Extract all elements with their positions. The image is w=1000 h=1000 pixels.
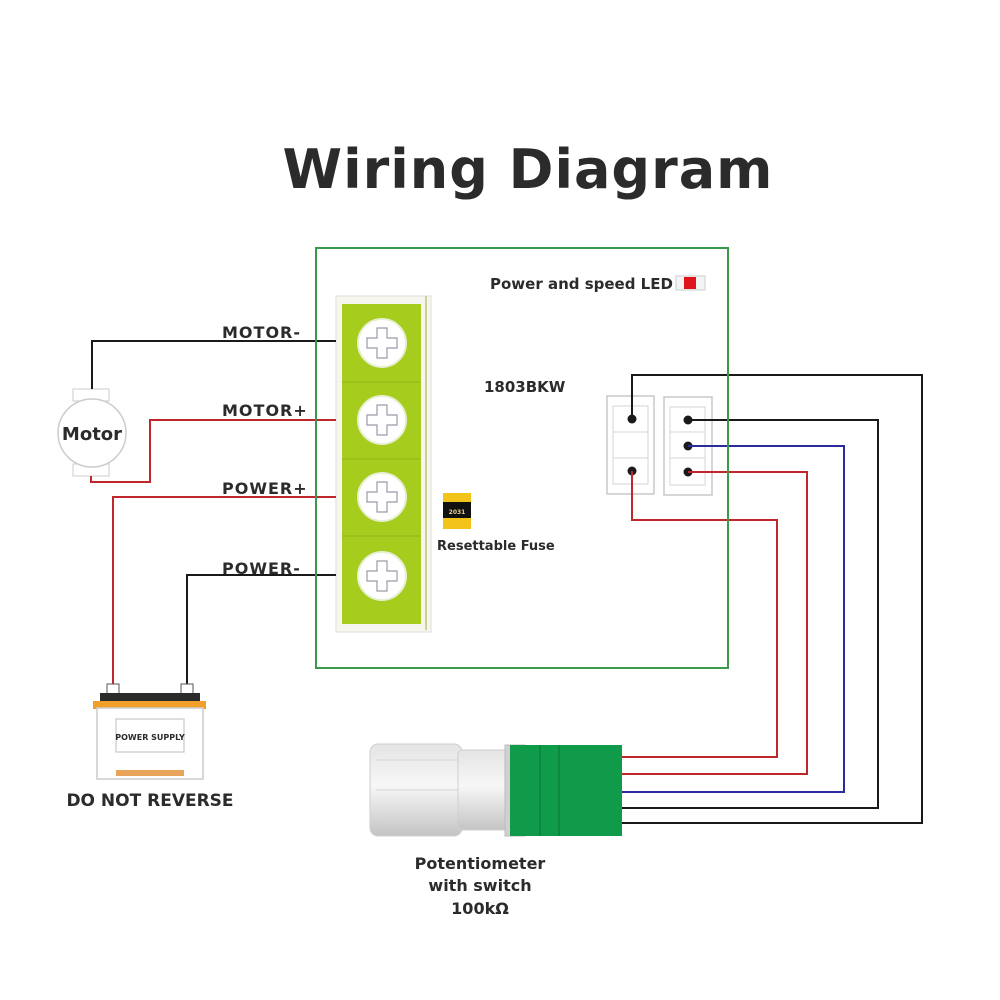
potentiometer-label-line3: 100kΩ <box>451 899 509 918</box>
wire-motor-minus <box>91 340 336 389</box>
wire-switch-black <box>622 374 923 824</box>
terminal-label-motor-minus: MOTOR- <box>222 323 301 342</box>
motor-label: Motor <box>62 424 122 445</box>
potentiometer-label-line2: with switch <box>428 876 531 895</box>
motor-icon: Motor <box>57 388 127 477</box>
potentiometer-label-line1: Potentiometer <box>415 854 546 873</box>
switch-connector <box>606 395 655 495</box>
board-model: 1803BKW <box>484 378 566 396</box>
power-supply-icon: POWER SUPPLY <box>93 683 206 780</box>
wire-pot-red <box>622 471 808 775</box>
potentiometer-icon <box>369 743 622 837</box>
wire-pot-black <box>622 419 879 809</box>
wire-power-minus <box>186 574 336 688</box>
wire-pot-blue <box>622 445 845 793</box>
terminal-screw-icon-power-plus <box>357 472 407 522</box>
diagram-title: Wiring Diagram <box>283 138 774 201</box>
fuse-marking: 2031 <box>449 509 466 516</box>
terminal-screw-icon-motor-plus <box>357 395 407 445</box>
terminal-label-motor-plus: MOTOR+ <box>222 401 308 420</box>
wire-motor-plus <box>90 419 336 483</box>
power-supply-warning: DO NOT REVERSE <box>66 791 233 811</box>
terminal-screw-icon-motor-minus <box>357 318 407 368</box>
wire-switch-red <box>622 471 778 758</box>
power-speed-led-icon <box>675 275 706 291</box>
terminal-label-power-minus: POWER- <box>222 559 301 578</box>
led-label: Power and speed LED <box>490 275 673 293</box>
fuse-label: Resettable Fuse <box>437 539 555 554</box>
power-supply-label: POWER SUPPLY <box>115 733 185 742</box>
resettable-fuse-icon: 2031 <box>443 493 471 529</box>
terminal-label-power-plus: POWER+ <box>222 479 308 498</box>
wire-power-plus <box>112 496 336 688</box>
terminal-screw-icon-power-minus <box>357 551 407 601</box>
